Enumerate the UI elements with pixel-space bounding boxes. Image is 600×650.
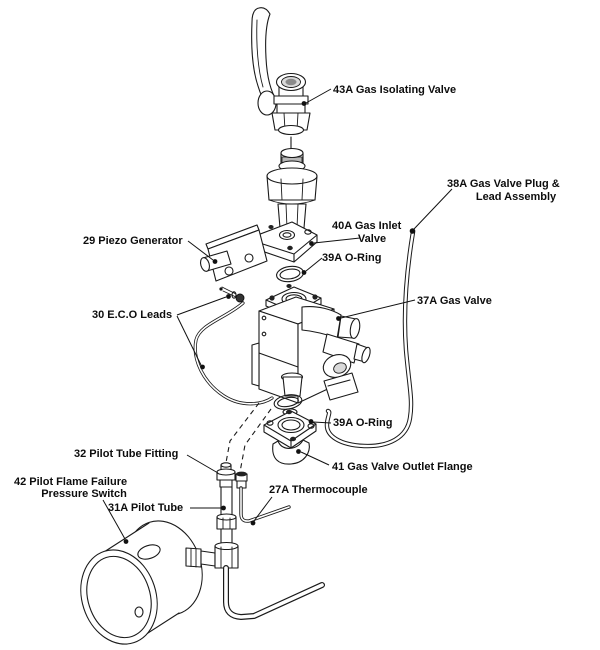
piezo-generator: [199, 224, 268, 282]
alignment-dashed-lines: [224, 402, 272, 473]
label-pressure-switch-line2: Pressure Switch: [41, 488, 127, 500]
label-o-ring-upper: 39A O-Ring: [322, 252, 382, 264]
leader-lines: [102, 88, 453, 544]
label-thermocouple: 27A Thermocouple: [269, 484, 368, 496]
o-ring-upper: [276, 265, 304, 283]
gas-inlet-valve: [246, 147, 318, 263]
label-pilot-tube: 31A Pilot Tube: [108, 502, 183, 514]
label-gas-isolating-valve: 43A Gas Isolating Valve: [333, 84, 456, 96]
thermocouple-lead: [239, 486, 291, 523]
label-o-ring-lower: 39A O-Ring: [333, 417, 393, 429]
label-gas-valve: 37A Gas Valve: [417, 295, 492, 307]
gas-valve-outlet-flange: [263, 409, 317, 465]
pilot-tube-fitting: [216, 462, 236, 488]
label-piezo-generator: 29 Piezo Generator: [83, 235, 183, 247]
pilot-tube-assembly: [214, 486, 325, 620]
gas-valve-plug-lead-cable: [324, 229, 416, 449]
label-gas-inlet-valve-line1: 40A Gas Inlet: [332, 220, 402, 232]
gas-valve-body: [251, 284, 371, 404]
part-labels: 43A Gas Isolating Valve 38A Gas Valve Pl…: [14, 84, 560, 514]
label-gas-valve-plug-line1: 38A Gas Valve Plug &: [447, 178, 560, 190]
pressure-switch: [80, 520, 216, 645]
thermocouple-nut: [235, 471, 248, 489]
label-pilot-tube-fitting: 32 Pilot Tube Fitting: [74, 448, 178, 460]
gas-isolating-valve: [251, 7, 311, 152]
label-gas-inlet-valve-line2: Valve: [358, 233, 386, 245]
label-pressure-switch-line1: 42 Pilot Flame Failure: [14, 476, 127, 488]
label-gas-valve-outlet-flange: 41 Gas Valve Outlet Flange: [332, 461, 473, 473]
label-gas-valve-plug-line2: Lead Assembly: [476, 191, 557, 203]
label-eco-leads: 30 E.C.O Leads: [92, 309, 172, 321]
eco-leads: [193, 286, 274, 406]
